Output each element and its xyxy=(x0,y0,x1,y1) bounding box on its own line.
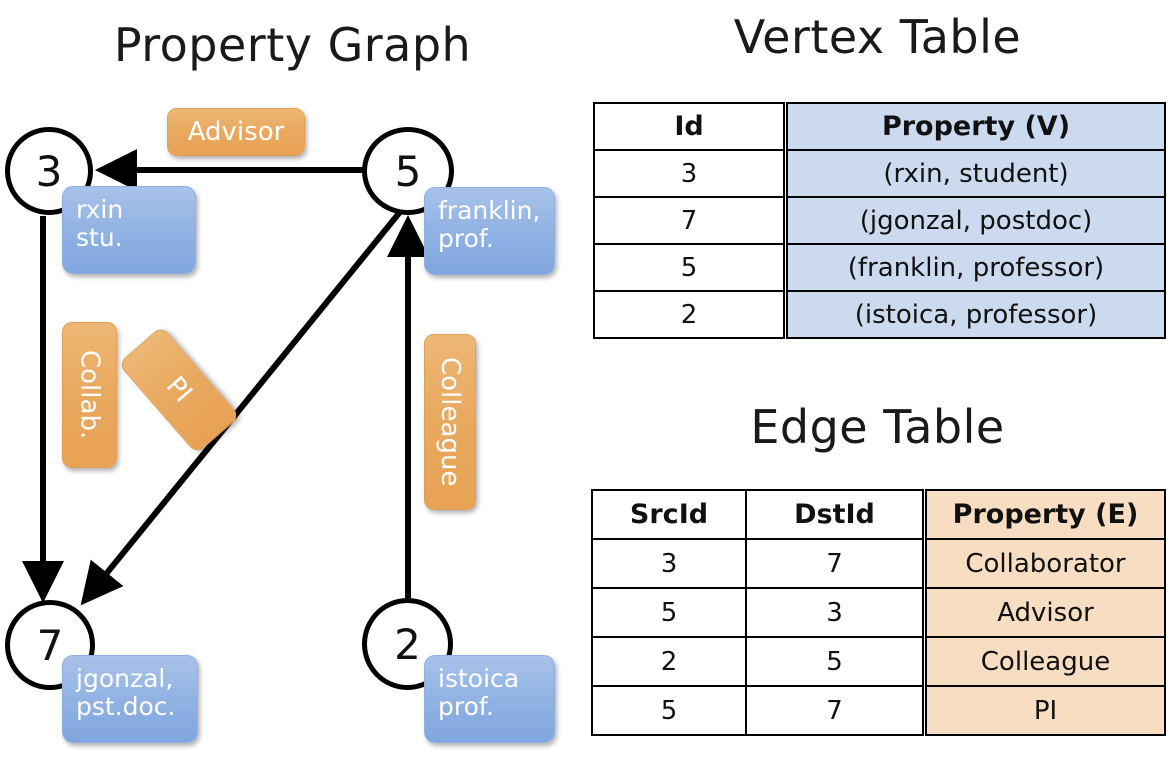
vertex-row-1-id: 7 xyxy=(593,196,787,245)
vertex-table-header-property: Property (V) xyxy=(783,102,1166,151)
edge-label-collab-text: Collab. xyxy=(74,350,105,440)
vertex-row-1-property: (jgonzal, postdoc) xyxy=(783,196,1166,245)
edge-table: SrcId DstId Property (E) 3 7 Collaborato… xyxy=(591,489,1166,736)
vertex-property-box-2[interactable]: istoica prof. xyxy=(424,655,555,743)
vertex-3-prop-name: rxin xyxy=(76,195,124,224)
edge-label-pi-text: PI xyxy=(160,371,198,409)
vertex-property-box-3[interactable]: rxin stu. xyxy=(62,186,196,274)
edge-row-1-dst: 3 xyxy=(745,587,926,638)
vertex-property-box-5[interactable]: franklin, prof. xyxy=(424,187,555,275)
edge-label-advisor[interactable]: Advisor xyxy=(167,108,305,156)
page-title-vertex-table: Vertex Table xyxy=(733,10,1022,64)
edge-label-colleague[interactable]: Colleague xyxy=(424,334,476,510)
vertex-row-2-id: 5 xyxy=(593,243,787,292)
graph-node-5[interactable]: 5 xyxy=(362,127,454,215)
vertex-row-3-property: (istoica, professor) xyxy=(783,290,1166,339)
vertex-row-0-property: (rxin, student) xyxy=(783,149,1166,198)
edge-row-1-src: 5 xyxy=(591,587,747,638)
vertex-2-prop-name: istoica xyxy=(438,664,520,693)
graph-node-7-label: 7 xyxy=(36,620,64,670)
table-row[interactable]: 7 (jgonzal, postdoc) xyxy=(593,196,1166,245)
vertex-2-prop-role: prof. xyxy=(438,692,494,721)
edge-label-collab[interactable]: Collab. xyxy=(62,322,117,468)
edge-table-header-row: SrcId DstId Property (E) xyxy=(591,489,1166,540)
edge-table-header-dstid: DstId xyxy=(745,489,926,540)
edge-label-colleague-text: Colleague xyxy=(435,357,465,487)
graph-edges-layer xyxy=(22,149,429,606)
table-row[interactable]: 3 7 Collaborator xyxy=(591,538,1166,589)
vertex-row-3-id: 2 xyxy=(593,290,787,339)
vertex-3-prop-role: stu. xyxy=(76,223,123,252)
graph-node-2-label: 2 xyxy=(394,619,421,669)
edge-row-3-property: PI xyxy=(922,685,1166,736)
edge-row-0-src: 3 xyxy=(591,538,747,589)
table-row[interactable]: 5 (franklin, professor) xyxy=(593,243,1166,292)
vertex-7-prop-name: jgonzal, xyxy=(76,664,174,693)
vertex-row-2-property: (franklin, professor) xyxy=(783,243,1166,292)
table-row[interactable]: 5 3 Advisor xyxy=(591,587,1166,638)
edge-row-0-property: Collaborator xyxy=(922,538,1166,589)
edge-row-2-dst: 5 xyxy=(745,636,926,687)
vertex-5-prop-role: prof. xyxy=(438,224,494,253)
edge-5-to-7-pi xyxy=(80,210,403,606)
page-title-property-graph: Property Graph xyxy=(113,18,472,72)
edge-table-header-property: Property (E) xyxy=(922,489,1166,540)
vertex-row-0-id: 3 xyxy=(593,149,787,198)
graph-node-2[interactable]: 2 xyxy=(362,598,453,690)
vertex-5-prop-name: franklin, xyxy=(438,196,541,225)
vertex-table: Id Property (V) 3 (rxin, student) 7 (jgo… xyxy=(593,102,1166,339)
edge-row-2-property: Colleague xyxy=(922,636,1166,687)
table-row[interactable]: 2 5 Colleague xyxy=(591,636,1166,687)
page-title-edge-table: Edge Table xyxy=(750,400,1005,454)
graph-node-3-label: 3 xyxy=(35,146,63,196)
table-row[interactable]: 5 7 PI xyxy=(591,685,1166,736)
edge-row-2-src: 2 xyxy=(591,636,747,687)
vertex-property-box-7[interactable]: jgonzal, pst.doc. xyxy=(62,655,198,743)
graph-node-5-label: 5 xyxy=(394,146,422,196)
edge-table-header-srcid: SrcId xyxy=(591,489,747,540)
vertex-table-header-id: Id xyxy=(593,102,787,151)
vertex-7-prop-role: pst.doc. xyxy=(76,692,176,721)
edge-row-3-dst: 7 xyxy=(745,685,926,736)
table-row[interactable]: 3 (rxin, student) xyxy=(593,149,1166,198)
edge-row-3-src: 5 xyxy=(591,685,747,736)
property-graph-diagram: 3 5 7 2 rxin stu. franklin, prof. jgonza… xyxy=(5,108,555,743)
vertex-table-header-row: Id Property (V) xyxy=(593,102,1166,151)
edge-row-1-property: Advisor xyxy=(922,587,1166,638)
table-row[interactable]: 2 (istoica, professor) xyxy=(593,290,1166,339)
edge-row-0-dst: 7 xyxy=(745,538,926,589)
edge-label-advisor-text: Advisor xyxy=(187,117,285,147)
